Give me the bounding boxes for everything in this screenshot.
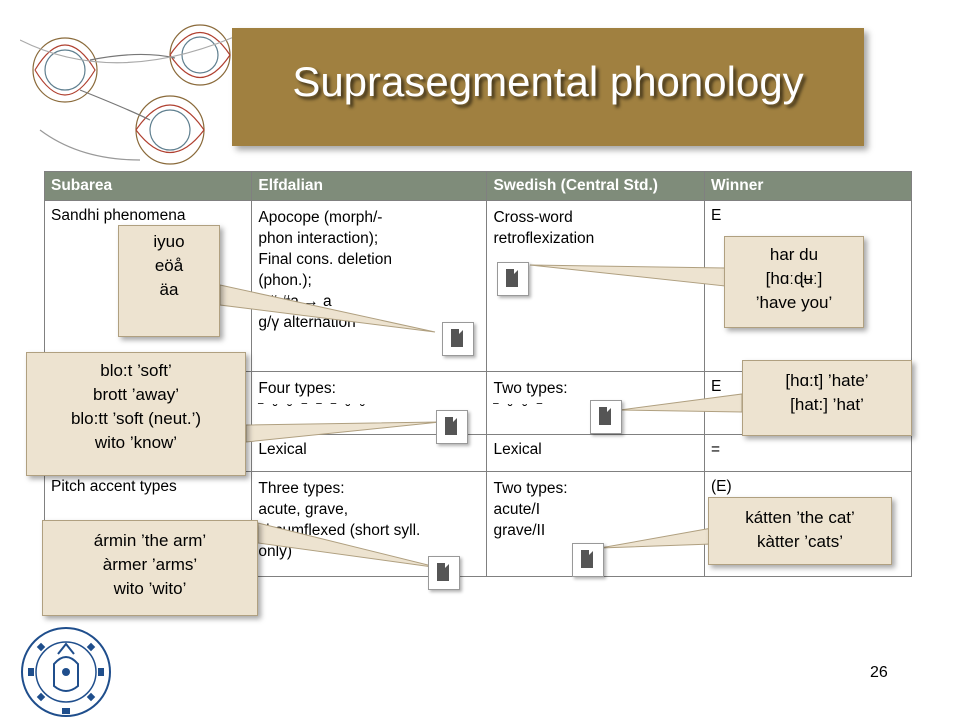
cell-line: Two types: [493, 380, 568, 397]
callout-line: ármin ’the arm’ [93, 531, 207, 550]
callout-vowels: iyuo eöå äa [118, 225, 220, 337]
sound-file-icon[interactable] [436, 410, 468, 444]
sound-file-icon[interactable] [497, 262, 529, 296]
callout-line: äa [159, 280, 179, 299]
cell-line: Three types: [258, 480, 345, 497]
callout-line: wito ’know’ [94, 433, 178, 452]
callout-line: [hat:] ’hat’ [790, 395, 864, 414]
column-header-winner: Winner [703, 171, 913, 201]
university-seal-logo [21, 627, 111, 717]
callout-line: kàtter ’cats’ [757, 532, 843, 551]
callout-blot: blo:t ’soft’ brott ’away’ blo:tt ’soft (… [26, 352, 246, 476]
callout-katten: kátten ’the cat’ kàtter ’cats’ [708, 497, 892, 565]
callout-line: ’have you’ [755, 293, 833, 312]
table-header-row: Subarea Elfdalian Swedish (Central Std.)… [43, 171, 913, 201]
cell-line: V# #a → a [258, 293, 332, 310]
cell-line: circumflexed (short syll. [258, 522, 421, 539]
cell-line: Four types: [258, 380, 336, 397]
cell-line: Two types: [493, 480, 568, 497]
callout-line: wito ’wito’ [113, 579, 187, 598]
cell-line: acute, grave, [258, 501, 348, 518]
stress-pattern: ‾ ˘ ˘ ‾ ‾ ‾ ˘ ˘ [258, 401, 368, 417]
sound-file-icon[interactable] [428, 556, 460, 590]
page-number: 26 [870, 664, 888, 681]
callout-line: har du [769, 245, 819, 264]
callout-line: eöå [154, 256, 184, 275]
cell-line: retroflexization [493, 230, 595, 247]
callout-line: brott ’away’ [93, 385, 179, 404]
sound-file-icon[interactable] [590, 400, 622, 434]
decorative-ornament [20, 24, 250, 165]
column-header-subarea: Subarea [43, 171, 253, 201]
stress-pattern: ‾ ˘ ˘ ‾ [493, 401, 545, 417]
sound-file-icon[interactable] [442, 322, 474, 356]
callout-line: àrmer ’arms’ [102, 555, 198, 574]
callout-armin: ármin ’the arm’ àrmer ’arms’ wito ’wito’ [42, 520, 258, 616]
cell-line: Apocope (morph/- [258, 209, 383, 226]
cell-winner: = [703, 434, 913, 472]
callout-har-du: har du [hɑːɖʉː] ’have you’ [724, 236, 864, 328]
cell-line: Cross-word [493, 209, 573, 226]
slide-title: Suprasegmental phonology [292, 58, 804, 105]
column-header-elfdalian: Elfdalian [251, 171, 488, 201]
column-header-swedish: Swedish (Central Std.) [486, 171, 705, 201]
callout-line: [hɑːɖʉː] [765, 269, 823, 288]
cell-line: Final cons. deletion [258, 251, 392, 268]
callout-line: [hɑ:t] ’hate’ [785, 371, 869, 390]
callout-line: iyuo [153, 232, 185, 251]
cell-swedish: Lexical [486, 434, 705, 472]
callout-line: blo:t ’soft’ [100, 361, 172, 380]
callout-line: kátten ’the cat’ [745, 508, 855, 527]
cell-line: phon interaction); [258, 230, 379, 247]
callout-hate: [hɑ:t] ’hate’ [hat:] ’hat’ [742, 360, 912, 436]
sound-file-icon[interactable] [572, 543, 604, 577]
cell-line: (phon.); [258, 272, 312, 289]
cell-line: grave/II [493, 522, 546, 539]
cell-line: acute/I [493, 501, 540, 518]
title-banner [232, 28, 864, 146]
callout-line: blo:tt ’soft (neut.’) [70, 409, 202, 428]
